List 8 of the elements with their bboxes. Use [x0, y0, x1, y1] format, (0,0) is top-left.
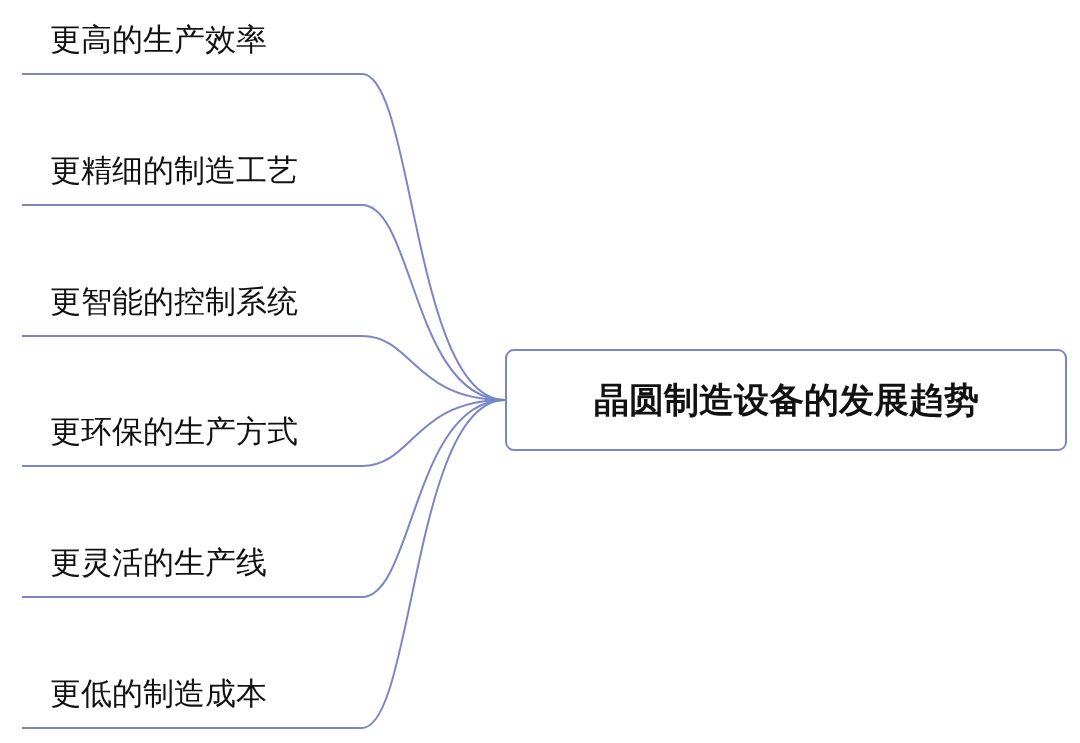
branch-label: 更精细的制造工艺 [50, 151, 298, 190]
topic-box: 晶圆制造设备的发展趋势 [505, 349, 1067, 451]
branch-label: 更低的制造成本 [50, 674, 267, 713]
branch-label: 更智能的控制系统 [50, 282, 298, 321]
branch-label: 更灵活的生产线 [50, 543, 267, 582]
connector-line [361, 399, 506, 729]
branch-label: 更高的生产效率 [50, 20, 267, 59]
branch-label: 更环保的生产方式 [50, 412, 298, 451]
